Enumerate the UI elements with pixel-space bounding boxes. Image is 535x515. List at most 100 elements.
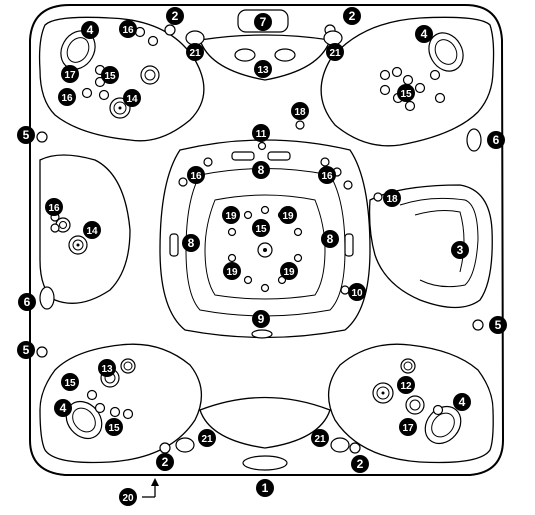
seat-top-left: [38, 16, 205, 142]
svg-text:10: 10: [351, 288, 363, 299]
svg-text:18: 18: [294, 107, 306, 118]
svg-text:5: 5: [495, 318, 502, 332]
svg-text:4: 4: [421, 27, 428, 41]
svg-text:2: 2: [162, 455, 169, 469]
callout-15: 15: [397, 84, 415, 102]
right-lounge: [368, 184, 493, 309]
callout-21: 21: [311, 429, 329, 447]
svg-text:8: 8: [327, 232, 334, 246]
seat-top-right: [320, 16, 495, 147]
svg-text:9: 9: [258, 312, 265, 326]
callout-17: 17: [61, 65, 79, 83]
callout-4: 4: [415, 25, 433, 43]
svg-text:21: 21: [201, 434, 213, 445]
svg-text:5: 5: [23, 343, 30, 357]
svg-text:15: 15: [64, 378, 76, 389]
callout-7: 7: [254, 13, 272, 31]
svg-text:18: 18: [386, 194, 398, 205]
svg-text:4: 4: [87, 23, 94, 37]
svg-text:20: 20: [122, 493, 134, 504]
callout-13: 13: [98, 359, 116, 377]
callout-2: 2: [351, 455, 369, 473]
svg-text:12: 12: [400, 381, 412, 392]
callout-5: 5: [17, 126, 35, 144]
diverter-icon: [330, 437, 350, 453]
svg-text:19: 19: [283, 267, 295, 278]
svg-text:6: 6: [24, 295, 31, 309]
callout-16: 16: [58, 88, 76, 106]
callout-16: 16: [119, 20, 137, 38]
svg-text:15: 15: [400, 89, 412, 100]
top-center-cove: [199, 34, 331, 81]
callout-14: 14: [123, 89, 141, 107]
moto-massage-icon: [231, 151, 255, 161]
callout-21: 21: [326, 43, 344, 61]
callout-19: 19: [222, 206, 240, 224]
callout-13: 13: [254, 60, 272, 78]
pillow-anchor-icon: [472, 319, 484, 331]
svg-text:17: 17: [64, 70, 76, 81]
svg-text:4: 4: [60, 401, 67, 415]
callout-10: 10: [348, 283, 366, 301]
svg-text:19: 19: [282, 211, 294, 222]
callout-12: 12: [397, 376, 415, 394]
arrow-head-icon: [151, 478, 159, 486]
callout-15: 15: [61, 373, 79, 391]
callout-6: 6: [487, 131, 505, 149]
callout-11: 11: [252, 124, 270, 142]
callout-8: 8: [321, 230, 339, 248]
svg-text:2: 2: [172, 9, 179, 23]
spa-outer-shell: [29, 4, 505, 476]
svg-text:21: 21: [329, 48, 341, 59]
svg-text:15: 15: [104, 71, 116, 82]
twin-jet-icon: [234, 48, 256, 62]
callout-16: 16: [45, 198, 63, 216]
filter-icon: [39, 286, 55, 310]
footwell-outer: [159, 139, 371, 339]
moto-massage-icon: [169, 233, 179, 257]
svg-text:3: 3: [457, 243, 464, 257]
diverter-icon: [323, 30, 343, 46]
air-control-icon: [164, 24, 176, 36]
svg-text:19: 19: [225, 211, 237, 222]
filter-icon: [466, 128, 482, 152]
svg-text:2: 2: [357, 457, 364, 471]
callout-15: 15: [252, 219, 270, 237]
svg-text:21: 21: [314, 434, 326, 445]
diverter-icon: [175, 437, 195, 453]
air-control-icon: [349, 442, 361, 454]
rotary-jet-icon: [428, 32, 464, 72]
seat-bottom-left: [39, 343, 202, 464]
callout-2: 2: [156, 453, 174, 471]
svg-text:16: 16: [61, 93, 73, 104]
callout-14: 14: [83, 221, 101, 239]
svg-text:19: 19: [226, 267, 238, 278]
diverter-icon: [185, 30, 205, 46]
svg-text:15: 15: [255, 224, 267, 235]
callout-8: 8: [182, 234, 200, 252]
svg-text:14: 14: [126, 94, 138, 105]
seat-bottom-right: [328, 343, 494, 464]
twin-jet-icon: [274, 48, 296, 62]
svg-text:11: 11: [256, 129, 267, 140]
svg-text:5: 5: [23, 128, 30, 142]
callout-19: 19: [280, 262, 298, 280]
callout-2: 2: [166, 7, 184, 25]
callout-18: 18: [383, 189, 401, 207]
drain-icon: [251, 329, 273, 339]
svg-text:13: 13: [257, 65, 269, 76]
callout-5: 5: [489, 316, 507, 334]
callout-4: 4: [54, 399, 72, 417]
callout-19: 19: [279, 206, 297, 224]
svg-text:2: 2: [349, 9, 356, 23]
svg-text:14: 14: [86, 226, 98, 237]
callout-labels: 1 2 2 2 2 3 4 4 4 4 5 5 5 6 6 7 8 8 8 9 …: [17, 7, 507, 506]
moto-massage-icon: [344, 233, 354, 257]
svg-text:8: 8: [258, 163, 265, 177]
callout-16: 16: [187, 166, 205, 184]
svg-text:16: 16: [122, 25, 134, 36]
svg-text:16: 16: [321, 171, 333, 182]
callout-18: 18: [291, 102, 309, 120]
